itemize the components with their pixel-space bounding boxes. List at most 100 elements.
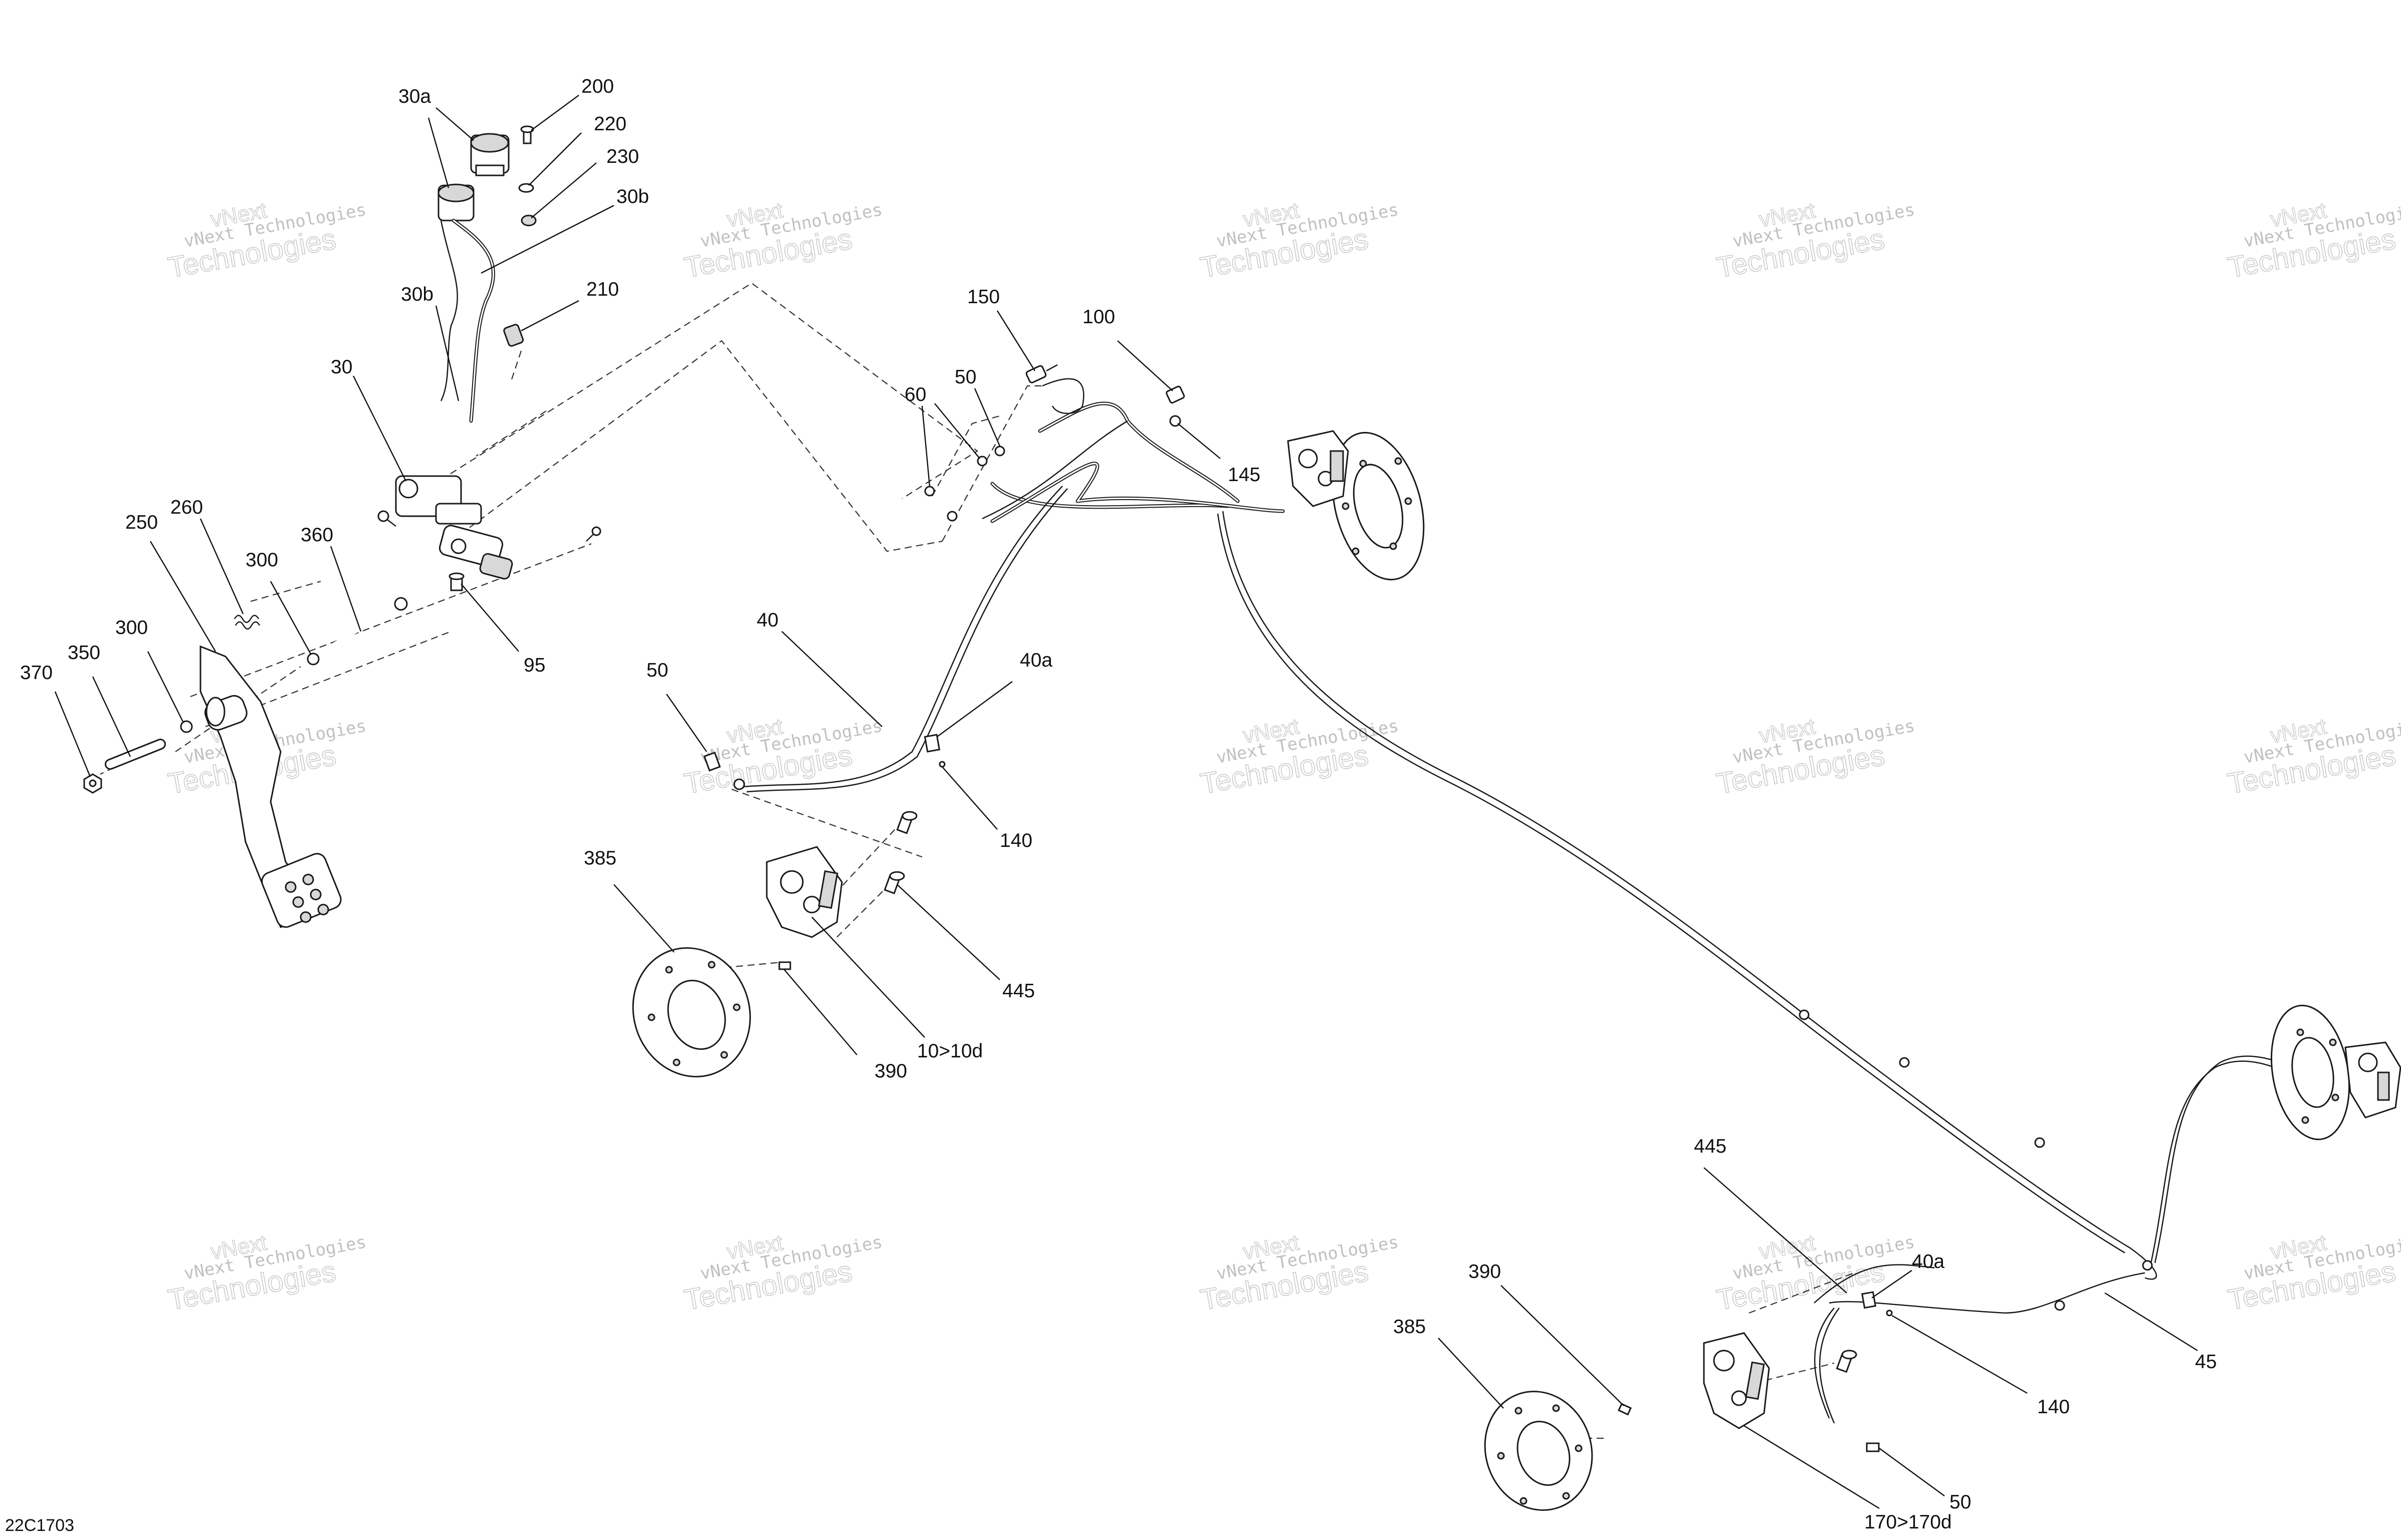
callout-60: 60 — [905, 384, 926, 405]
watermark-layer: vNext vNext Technologies Technologies vN… — [165, 197, 2401, 1316]
hose-clip — [2034, 1137, 2045, 1148]
watermark: vNext vNext Technologies Technologies — [1714, 714, 1916, 800]
callout-445-bottom: 445 — [1694, 1136, 1726, 1157]
mounting-bolt-445-top — [884, 871, 905, 895]
bolt-95 — [449, 572, 465, 591]
callout-260: 260 — [170, 497, 203, 518]
watermark: vNext vNext Technologies Technologies — [1198, 197, 1400, 284]
callout-95: 95 — [524, 654, 545, 676]
spring-260 — [234, 614, 261, 630]
watermark: vNext vNext Technologies Technologies — [165, 1230, 368, 1316]
watermark: vNext vNext Technologies Technologies — [1714, 197, 1916, 284]
callout-300-b: 300 — [115, 617, 148, 638]
callout-370: 370 — [20, 662, 53, 684]
callout-170-170d: 170>170d — [1864, 1511, 1952, 1533]
callout-385-right: 385 — [1393, 1316, 1426, 1338]
banjo-50-left — [703, 751, 721, 772]
callout-360: 360 — [301, 524, 333, 546]
callout-140-top: 140 — [1000, 830, 1032, 851]
callout-445-top: 445 — [1002, 980, 1035, 1002]
callout-250: 250 — [125, 512, 158, 533]
watermark: vNext vNext Technologies Technologies — [682, 197, 884, 284]
watermark: vNext vNext Technologies Technologies — [1198, 714, 1400, 800]
callout-50-bottom: 50 — [1949, 1491, 1971, 1513]
bracket-40a-top — [924, 734, 941, 753]
small-bolt-head — [377, 510, 389, 522]
hose-clip — [2142, 1260, 2153, 1271]
sleeve-350 — [105, 739, 166, 770]
master-cylinder-30 — [395, 475, 513, 580]
watermark: vNext vNext Technologies Technologies — [2225, 1230, 2401, 1316]
disc-screw-390-left — [778, 961, 791, 970]
callout-40a-top: 40a — [1020, 649, 1052, 671]
callout-350: 350 — [68, 642, 100, 664]
callout-45: 45 — [2195, 1351, 2217, 1373]
reservoir-30a-second — [438, 183, 475, 222]
clip-140-bottom — [1886, 1309, 1893, 1316]
callout-385-left: 385 — [584, 847, 616, 869]
callout-300-a: 300 — [246, 549, 278, 571]
pin-360 — [329, 597, 408, 648]
fitting-50-top-a — [994, 446, 1005, 457]
washer-60 — [924, 486, 935, 497]
clamp-210 — [503, 324, 524, 347]
switch-150 — [1025, 364, 1058, 383]
callout-50-left: 50 — [646, 659, 668, 681]
callout-210: 210 — [586, 279, 619, 300]
brake-disc-385-left — [632, 947, 751, 1077]
hose-clip — [2054, 1300, 2065, 1311]
caliper-front-right — [1287, 430, 1349, 507]
callout-30b-left: 30b — [401, 284, 433, 305]
callout-390-right: 390 — [1468, 1261, 1501, 1282]
brake-pedal-250 — [199, 645, 342, 928]
callout-390-left: 390 — [875, 1060, 907, 1082]
caliper-170 — [1703, 1332, 1770, 1429]
mounting-bolt-caliper-170 — [1836, 1350, 1857, 1373]
callout-230: 230 — [606, 146, 639, 167]
bracket-40a-bottom — [1861, 1291, 1877, 1309]
brake-lines — [741, 378, 2311, 1424]
callout-30a: 30a — [398, 86, 431, 107]
nut-370 — [83, 773, 102, 794]
callout-140-bottom: 140 — [2037, 1396, 2070, 1418]
callout-220: 220 — [594, 113, 626, 135]
callout-40: 40 — [757, 609, 778, 631]
figure-code: 22C1703 — [5, 1516, 74, 1535]
washer-220 — [518, 183, 534, 193]
hose-clip — [1799, 1009, 1810, 1020]
watermark: vNext vNext Technologies Technologies — [2225, 197, 2401, 284]
brake-disc-rear-right — [2271, 1004, 2350, 1141]
watermark: vNext vNext Technologies Technologies — [682, 1230, 884, 1316]
callout-10-10d: 10>10d — [917, 1040, 983, 1062]
callout-100: 100 — [1082, 306, 1115, 328]
reservoir-30a — [470, 133, 510, 176]
banjo-50-bottom — [1866, 1442, 1880, 1452]
callout-labels: 30a 200 220 230 30b 210 30b 30 260 250 3… — [20, 76, 2217, 1533]
fitting-100 — [1166, 385, 1185, 404]
clip-140-top — [939, 761, 946, 768]
callout-145: 145 — [1228, 464, 1260, 486]
caliper-10 — [766, 846, 843, 938]
brake-disc-front-right — [1332, 431, 1425, 581]
callout-30: 30 — [331, 356, 352, 378]
callout-200: 200 — [581, 76, 614, 97]
watermark: vNext vNext Technologies Technologies — [165, 197, 368, 284]
bushing-300-b — [180, 720, 193, 733]
callout-40a-bottom: 40a — [1912, 1251, 1944, 1272]
callout-30b-top: 30b — [616, 186, 649, 207]
brake-disc-385-right — [1484, 1391, 1593, 1511]
leader-lines — [54, 95, 2198, 1509]
caliper-rear-right — [2344, 1041, 2401, 1119]
fitting-50-top-b — [977, 456, 988, 467]
grommet-230 — [521, 214, 537, 227]
mounting-bolt-caliper-10-a — [896, 811, 918, 834]
hose-clip — [1899, 1057, 1910, 1068]
callout-50-top: 50 — [955, 366, 976, 388]
watermark: vNext vNext Technologies Technologies — [1198, 1230, 1400, 1316]
disc-screw-390-right — [1617, 1403, 1632, 1416]
watermark: vNext vNext Technologies Technologies — [2225, 714, 2401, 800]
bushing-300-a — [307, 652, 320, 666]
screw-200 — [520, 125, 534, 144]
callout-150: 150 — [967, 286, 1000, 308]
